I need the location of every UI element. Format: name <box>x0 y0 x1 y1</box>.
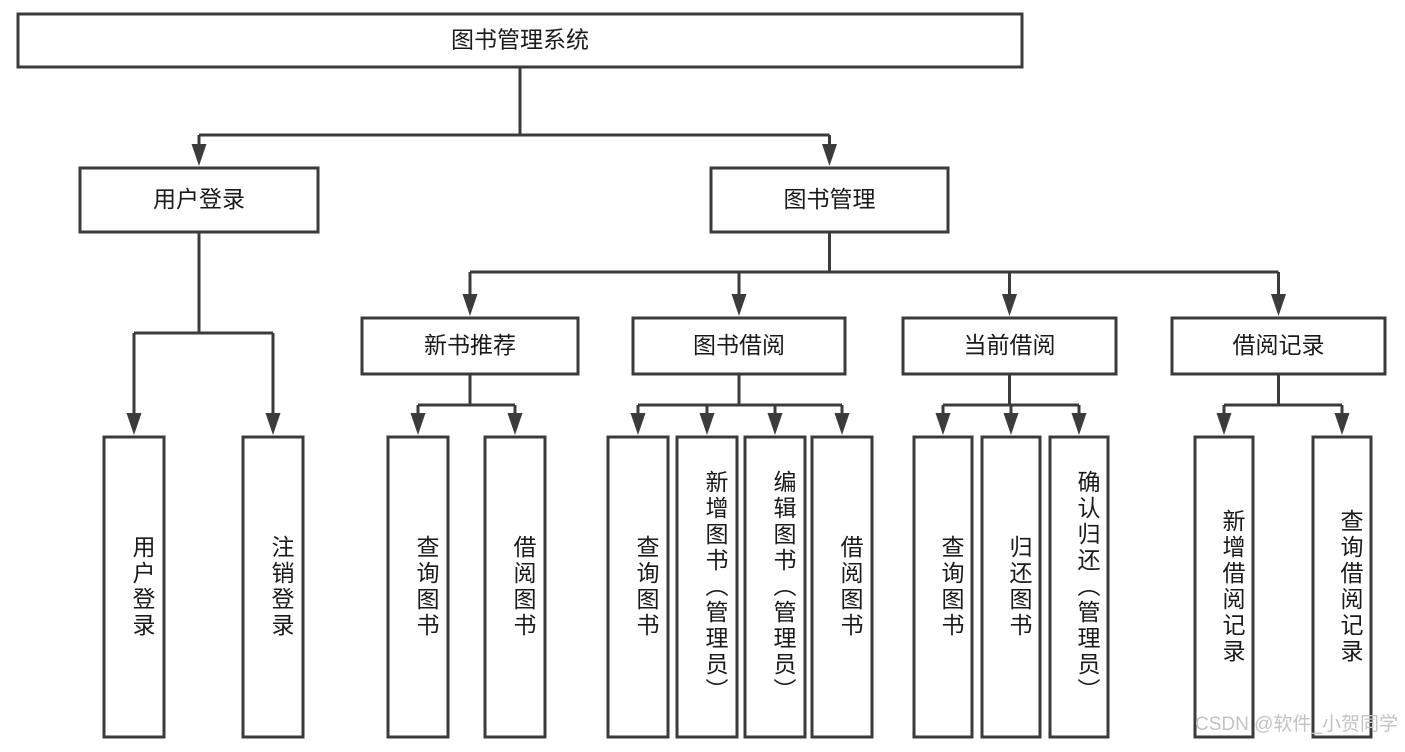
node-box <box>1311 435 1373 739</box>
node-leaf-return-book[interactable]: 归还图书 <box>980 435 1042 739</box>
node-label: 编辑图书（管理员） <box>770 470 797 704</box>
node-leaf-user-login[interactable]: 用户登录 <box>102 435 166 739</box>
node-book-manage[interactable]: 图书管理 <box>709 166 950 234</box>
node-box <box>606 435 670 739</box>
node-box <box>102 435 166 739</box>
node-box <box>16 12 1024 69</box>
node-box <box>1170 316 1387 376</box>
edge-arrowhead <box>126 413 142 435</box>
node-label: 归还图书 <box>1006 535 1033 639</box>
node-box <box>483 435 547 739</box>
edge-arrowhead <box>1071 413 1087 435</box>
edge-arrowhead <box>935 413 951 435</box>
node-label: 图书借阅 <box>693 332 785 358</box>
edge-arrowhead <box>767 413 783 435</box>
node-new-book-rec[interactable]: 新书推荐 <box>360 316 580 376</box>
edge-arrowhead <box>834 413 850 435</box>
edge-arrowhead <box>191 144 207 166</box>
node-box <box>810 435 874 739</box>
node-box <box>980 435 1042 739</box>
edge-arrowhead <box>1003 413 1019 435</box>
node-label: 新书推荐 <box>424 332 516 358</box>
csdn-watermark: CSDN @软件_小贺同学 <box>1195 713 1398 735</box>
node-leaf-logout[interactable]: 注销登录 <box>241 435 305 739</box>
edge-arrowhead <box>630 413 646 435</box>
node-label: 查询图书 <box>413 535 440 639</box>
node-leaf-query-book-3[interactable]: 查询图书 <box>912 435 974 739</box>
node-label: 用户登录 <box>153 186 245 212</box>
edge-arrowhead <box>1216 413 1232 435</box>
edge-arrowhead <box>462 294 478 316</box>
node-leaf-query-book-1[interactable]: 查询图书 <box>386 435 450 739</box>
node-box <box>1048 435 1110 739</box>
node-box <box>631 316 847 376</box>
node-label: 查询图书 <box>633 535 660 639</box>
node-leaf-borrow-book-2[interactable]: 借阅图书 <box>810 435 874 739</box>
node-box <box>743 435 807 739</box>
edge-arrowhead <box>699 413 715 435</box>
edge-arrowhead <box>731 294 747 316</box>
node-label: 注销登录 <box>268 535 295 639</box>
node-label: 查询借阅记录 <box>1337 509 1364 665</box>
node-leaf-add-record[interactable]: 新增借阅记录 <box>1193 435 1255 739</box>
node-leaf-edit-book[interactable]: 编辑图书（管理员） <box>743 435 807 739</box>
node-label: 当前借阅 <box>964 332 1056 358</box>
node-box <box>675 435 739 739</box>
node-box <box>78 166 320 234</box>
node-box <box>386 435 450 739</box>
node-box <box>241 435 305 739</box>
node-label: 确认归还（管理员） <box>1074 470 1101 704</box>
node-user-login[interactable]: 用户登录 <box>78 166 320 234</box>
node-label: 图书管理系统 <box>451 27 589 53</box>
node-box <box>912 435 974 739</box>
edge-arrowhead <box>1334 413 1350 435</box>
node-book-borrow[interactable]: 图书借阅 <box>631 316 847 376</box>
node-label: 新增借阅记录 <box>1219 509 1246 665</box>
node-label: 用户登录 <box>129 535 156 639</box>
node-box <box>360 316 580 376</box>
node-leaf-query-record[interactable]: 查询借阅记录 <box>1311 435 1373 739</box>
node-box <box>1193 435 1255 739</box>
edge-layer <box>126 67 1350 435</box>
node-current-borrow[interactable]: 当前借阅 <box>901 316 1118 376</box>
node-label: 查询图书 <box>938 535 965 639</box>
node-label: 图书管理 <box>784 186 876 212</box>
node-borrow-record[interactable]: 借阅记录 <box>1170 316 1387 376</box>
edge-arrowhead <box>507 413 523 435</box>
edge-arrowhead <box>1271 294 1286 316</box>
node-label: 新增图书（管理员） <box>702 470 729 704</box>
node-layer: 图书管理系统用户登录图书管理新书推荐图书借阅当前借阅借阅记录用户登录注销登录查询… <box>16 12 1387 739</box>
edge-arrowhead <box>822 144 837 166</box>
node-label: 借阅图书 <box>510 535 537 639</box>
node-leaf-add-book[interactable]: 新增图书（管理员） <box>675 435 739 739</box>
node-leaf-query-book-2[interactable]: 查询图书 <box>606 435 670 739</box>
node-label: 借阅记录 <box>1233 332 1325 358</box>
edge-arrowhead <box>410 413 426 435</box>
node-box <box>709 166 950 234</box>
node-box <box>901 316 1118 376</box>
node-label: 借阅图书 <box>837 535 864 639</box>
node-leaf-confirm-return[interactable]: 确认归还（管理员） <box>1048 435 1110 739</box>
edge-arrowhead <box>265 413 281 435</box>
node-leaf-borrow-book-1[interactable]: 借阅图书 <box>483 435 547 739</box>
node-root[interactable]: 图书管理系统 <box>16 12 1024 69</box>
edge-arrowhead <box>1002 294 1017 316</box>
